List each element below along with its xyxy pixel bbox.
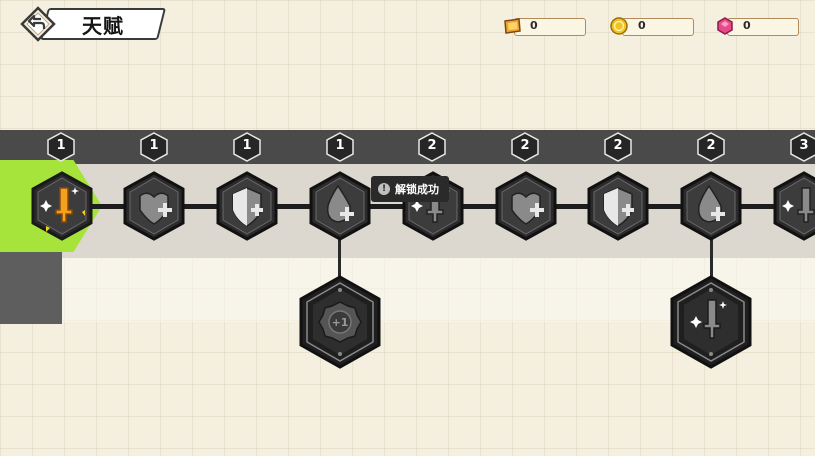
talent-node-shield[interactable] [215, 170, 279, 246]
level-badge: 3 [790, 132, 815, 162]
level-badge: 2 [697, 132, 725, 162]
currency-gem: 0 [715, 17, 799, 36]
branch-connector [338, 238, 341, 278]
talent-branch-sword[interactable] [668, 274, 754, 374]
heart-plus-icon [139, 192, 172, 225]
currency-bar [514, 18, 586, 36]
currency-bar [622, 18, 694, 36]
toast-text: 解锁成功 [395, 183, 439, 196]
sword-sparkle-icon [690, 299, 727, 339]
back-arrow-icon [20, 6, 56, 42]
back-button[interactable] [20, 6, 56, 42]
talent-branch-gear[interactable]: +1 [297, 274, 383, 374]
currency-value: 0 [638, 19, 646, 32]
talent-track-header [0, 130, 815, 164]
gear-plus-one-icon: +1 [318, 301, 362, 343]
drop-plus-icon [697, 184, 725, 223]
talent-node-heart[interactable] [494, 170, 558, 246]
currency-bar [727, 18, 799, 36]
talent-node-drop[interactable] [308, 170, 372, 246]
gear-plus-one-text: +1 [332, 316, 349, 329]
talent-node-shield[interactable] [586, 170, 650, 246]
level-badge: 1 [47, 132, 75, 162]
page-title: 天赋 [82, 14, 124, 38]
level-badge: 1 [326, 132, 354, 162]
unlock-success-toast: ! 解锁成功 [371, 176, 449, 202]
talent-node-drop[interactable] [679, 170, 743, 246]
level-badge: 1 [233, 132, 261, 162]
level-badge: 2 [511, 132, 539, 162]
currency-gold-coin: 0 [610, 17, 694, 36]
shield-plus-icon [232, 187, 263, 227]
currency-value: 0 [530, 19, 538, 32]
level-badge: 2 [604, 132, 632, 162]
currency-value: 0 [743, 19, 751, 32]
drop-plus-icon [326, 184, 354, 223]
talent-node-heart[interactable] [122, 170, 186, 246]
info-icon: ! [378, 183, 390, 195]
level-badge: 2 [418, 132, 446, 162]
branch-connector [710, 238, 713, 278]
talent-node-sword-unlocked[interactable] [30, 170, 94, 246]
gem-icon [717, 17, 733, 35]
sword-sparkle-icon [782, 187, 815, 223]
currency-ticket: 0 [502, 18, 586, 36]
heart-plus-icon [511, 192, 544, 225]
sword-sparkle-icon [40, 187, 85, 232]
ticket-icon [504, 18, 521, 34]
shield-plus-icon [603, 187, 634, 227]
side-panel [0, 252, 62, 324]
coin-icon [610, 17, 628, 35]
level-badge: 1 [140, 132, 168, 162]
talent-node-sword[interactable] [772, 170, 815, 246]
